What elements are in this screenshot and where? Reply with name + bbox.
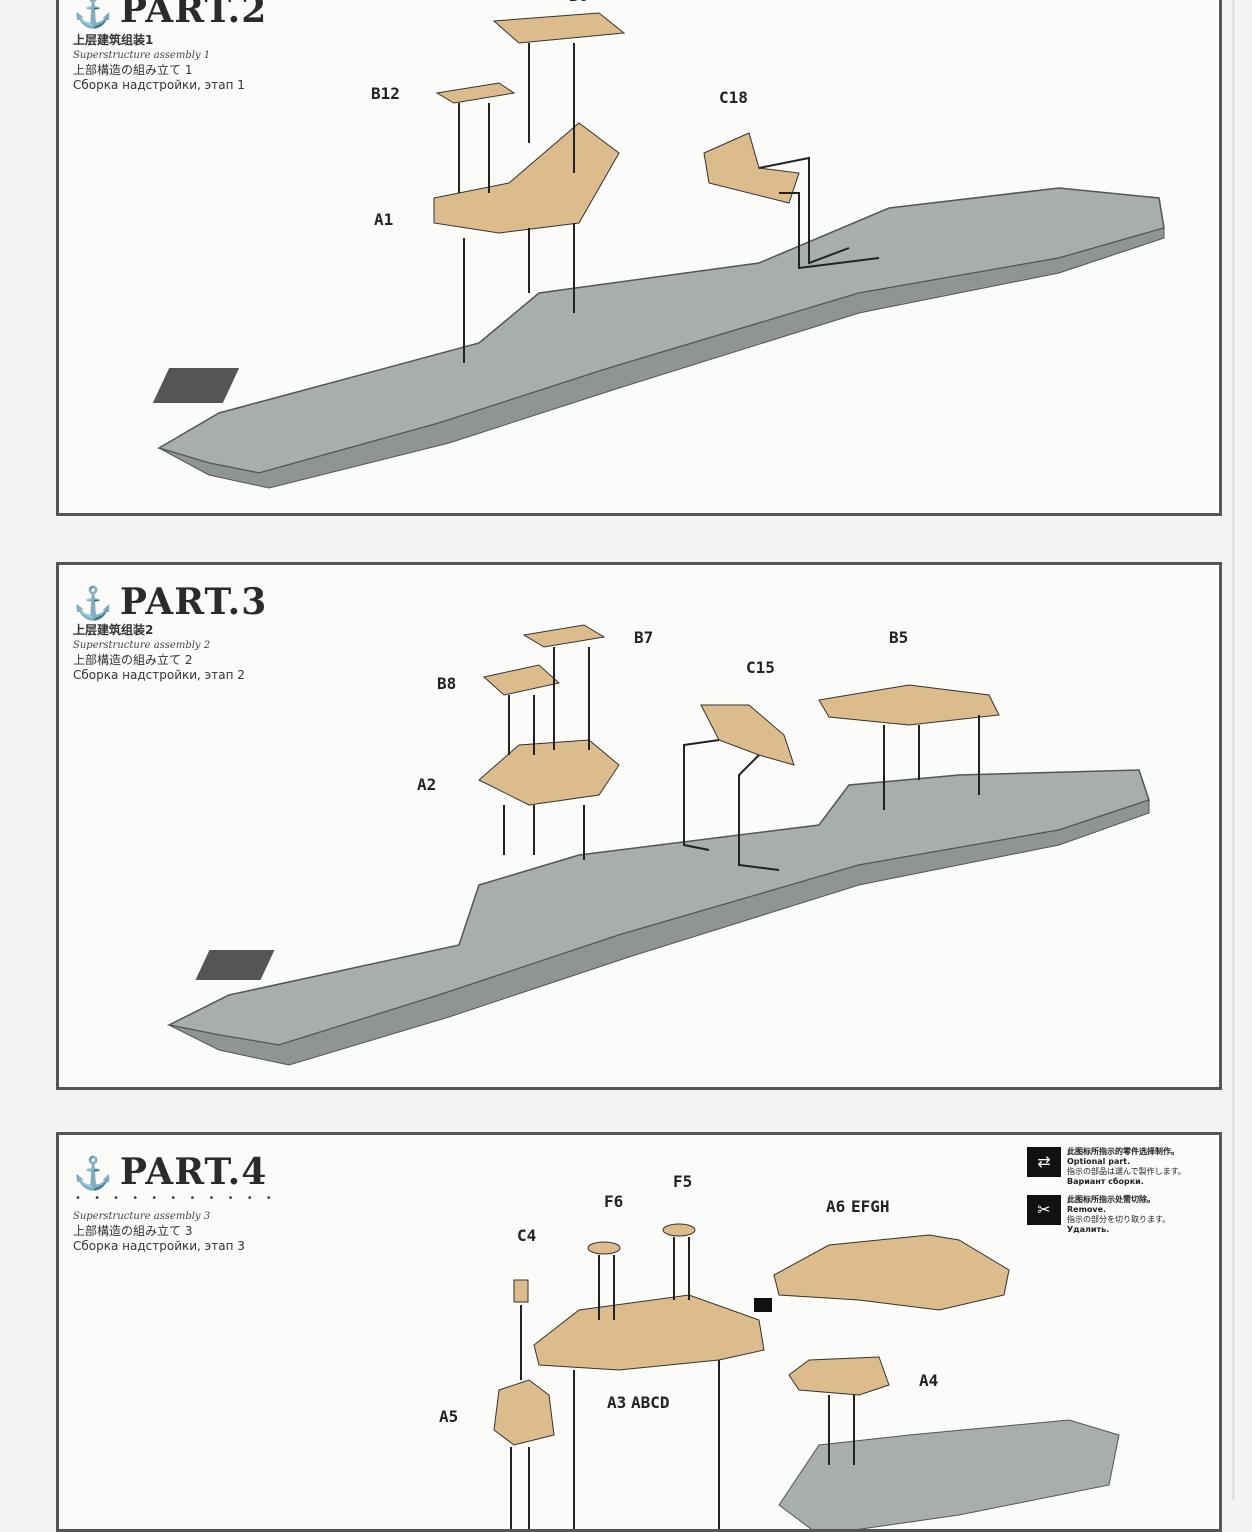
ship-hull [157, 187, 1165, 474]
part-a3 [533, 1294, 765, 1371]
hull-side [158, 227, 1165, 489]
label-b8: B8 [437, 674, 456, 693]
label-b7: B7 [634, 628, 653, 647]
part-c4 [513, 1279, 529, 1303]
vls-grid [152, 368, 240, 403]
legend-optional: ⇄ 此图标所指示的零件选择制作。Optional part.指示の部品は選んで製… [1027, 1147, 1217, 1187]
part-b8 [482, 664, 561, 696]
anchor-icon: ⚓ [73, 1154, 114, 1192]
fold-line [1232, 0, 1235, 1500]
optional-part-icon: ⇄ [1027, 1147, 1061, 1177]
label-c4: C4 [517, 1226, 536, 1245]
label-a1: A1 [374, 210, 393, 229]
part-a1 [433, 122, 620, 234]
part-f5 [662, 1223, 696, 1237]
part2-panel: ⚓PART.2 上层建筑组装1 Superstructure assembly … [56, 0, 1222, 516]
part-f6 [587, 1241, 621, 1255]
label-c18: C18 [719, 88, 748, 107]
part-b12 [435, 82, 516, 104]
part4-panel: ⚓PART.4 • • • • • • • • • • • Superstruc… [56, 1132, 1222, 1532]
part2-subtitle: 上层建筑组装1 Superstructure assembly 1 上部構造の組… [73, 33, 245, 92]
part3-subtitle: 上层建筑组装2 Superstructure assembly 2 上部構造の組… [73, 623, 245, 682]
remove-icon: ✂ [1027, 1195, 1061, 1225]
label-a2: A2 [417, 775, 436, 794]
part-a5 [493, 1379, 555, 1446]
vls-grid [195, 950, 275, 980]
part-c15 [700, 704, 795, 766]
part-b5 [818, 684, 1000, 726]
label-a6-options: EFGH [851, 1197, 890, 1216]
legend-remove: ✂ 此图标所指示处需切除。Remove.指示の部分を切り取ります。Удалить… [1027, 1195, 1217, 1235]
label-a6: A6 [826, 1197, 845, 1216]
label-f5: F5 [673, 1172, 692, 1191]
label-b5: B5 [889, 628, 908, 647]
label-b6: B6 [569, 0, 588, 5]
anchor-icon: ⚓ [73, 0, 114, 30]
label-b12: B12 [371, 84, 400, 103]
anchor-icon: ⚓ [73, 584, 114, 622]
label-a3-options: ABCD [631, 1393, 670, 1412]
dots-divider: • • • • • • • • • • • [75, 1193, 277, 1204]
legend: ⇄ 此图标所指示的零件选择制作。Optional part.指示の部品は選んで製… [1027, 1147, 1217, 1243]
label-a4: A4 [919, 1371, 938, 1390]
label-f6: F6 [604, 1192, 623, 1211]
label-c15: C15 [746, 658, 775, 677]
part4-diagram: C4 F6 F5 A6 EFGH A3 ABCD A4 A5 [439, 1172, 1120, 1529]
part2-diagram: B6 B12 A1 C18 [152, 0, 1165, 489]
label-a3: A3 [607, 1393, 626, 1412]
label-a5: A5 [439, 1407, 458, 1426]
part-b7 [522, 624, 606, 648]
ship-hull [166, 769, 1150, 1046]
part-a4 [788, 1356, 890, 1396]
part-a6 [773, 1234, 1010, 1311]
part4-subtitle: Superstructure assembly 3 上部構造の組み立て 3 Сб… [73, 1211, 245, 1253]
assembly-arrows [458, 43, 880, 363]
part3-title: ⚓PART.3 [73, 581, 268, 623]
part2-title: ⚓PART.2 [73, 0, 267, 31]
optional-marker-icon [754, 1298, 772, 1312]
part-c18 [703, 132, 800, 204]
part3-panel: ⚓PART.3 上层建筑组装2 Superstructure assembly … [56, 562, 1222, 1090]
assembly-arrows [503, 647, 980, 871]
part-a2 [478, 739, 620, 806]
part4-title: ⚓PART.4 [73, 1151, 268, 1193]
part-b6 [492, 12, 626, 44]
hull-side [168, 799, 1150, 1066]
part3-diagram: B7 B8 A2 C15 B5 [166, 624, 1150, 1066]
